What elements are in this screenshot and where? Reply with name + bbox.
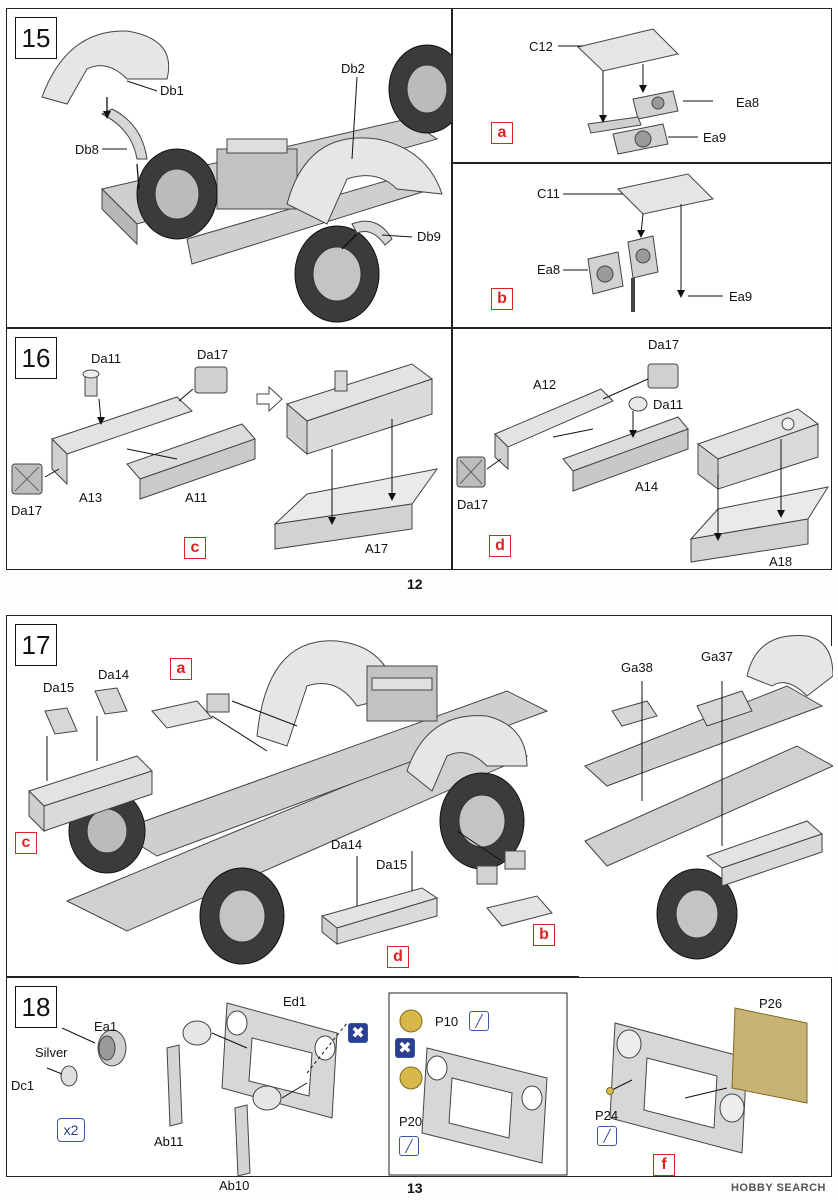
step-16d-panel: Da17 A12 Da11 Da17 A14 A18 d bbox=[452, 328, 832, 570]
label-dc1: Dc1 bbox=[11, 1078, 35, 1093]
step-17-panel: 17 bbox=[6, 615, 833, 978]
label-ga37: Ga37 bbox=[701, 649, 733, 664]
tag-b: b bbox=[491, 288, 513, 310]
label-da15: Da15 bbox=[43, 680, 75, 695]
label-p26: P26 bbox=[759, 996, 783, 1011]
step-15-illustration bbox=[41, 30, 453, 323]
remove-cross-icon: ✖ bbox=[348, 1023, 368, 1043]
label-ed1: Ed1 bbox=[283, 994, 307, 1009]
label-c11: C11 bbox=[537, 186, 560, 201]
glue-icon: ╱ bbox=[597, 1126, 617, 1146]
label-da15: Da15 bbox=[376, 857, 408, 872]
watermark: HOBBY SEARCH bbox=[730, 1182, 826, 1194]
label-p20: P20 bbox=[399, 1114, 423, 1129]
step-16d-illustration bbox=[456, 363, 830, 563]
label-ga38: Ga38 bbox=[621, 660, 653, 675]
quantity-x2: x2 bbox=[57, 1118, 85, 1142]
page-number: 12 bbox=[407, 576, 423, 592]
step-15b-illustration bbox=[563, 173, 723, 312]
tag-b: b bbox=[533, 924, 555, 946]
remove-cross-icon: ✖ bbox=[395, 1038, 415, 1058]
tag-a: a bbox=[170, 658, 192, 680]
label-a18: A18 bbox=[769, 554, 793, 569]
label-ea9: Ea9 bbox=[703, 130, 727, 145]
label-ab10: Ab10 bbox=[219, 1178, 250, 1193]
tag-d: d bbox=[489, 535, 511, 557]
label-c12: C12 bbox=[529, 39, 553, 54]
label-a12: A12 bbox=[533, 377, 557, 392]
label-p24: P24 bbox=[595, 1108, 619, 1123]
step-number: 17 bbox=[15, 624, 57, 666]
step-17-illustration bbox=[28, 635, 833, 978]
step-15b-panel: b C11 Ea8 Ea9 bbox=[452, 163, 832, 328]
label-da11: Da11 bbox=[653, 397, 684, 412]
step-18-illustration bbox=[46, 992, 808, 1177]
page-13: 17 bbox=[0, 600, 838, 1200]
label-db1: Db1 bbox=[160, 83, 184, 98]
step-16c-illustration bbox=[11, 363, 439, 550]
label-ea1: Ea1 bbox=[94, 1019, 118, 1034]
label-da17: Da17 bbox=[11, 503, 43, 518]
label-da17: Da17 bbox=[197, 347, 229, 362]
step-18-panel: 18 bbox=[6, 977, 832, 1193]
label-p10: P10 bbox=[435, 1014, 459, 1029]
glue-icon: ╱ bbox=[469, 1011, 489, 1031]
label-ea9: Ea9 bbox=[729, 289, 753, 304]
step-15a-panel: a C12 Ea8 Ea9 bbox=[452, 8, 832, 163]
tag-c: c bbox=[184, 537, 206, 559]
label-da14: Da14 bbox=[331, 837, 363, 852]
label-ea8: Ea8 bbox=[537, 262, 561, 277]
page-12: 15 bbox=[6, 8, 832, 592]
label-a17: A17 bbox=[365, 541, 389, 556]
step-16c-panel: 16 bbox=[6, 328, 452, 570]
step-15a-illustration bbox=[558, 28, 713, 155]
tag-f: f bbox=[653, 1154, 675, 1176]
step-number: 16 bbox=[15, 337, 57, 379]
tag-a: a bbox=[491, 122, 513, 144]
label-a11: A11 bbox=[185, 490, 208, 505]
tag-d: d bbox=[387, 946, 409, 968]
label-db8: Db8 bbox=[75, 142, 99, 157]
label-da11: Da11 bbox=[91, 351, 122, 366]
label-silver: Silver bbox=[35, 1045, 68, 1060]
tag-c: c bbox=[15, 832, 37, 854]
label-ea8: Ea8 bbox=[736, 95, 760, 110]
label-db9: Db9 bbox=[417, 229, 441, 244]
label-ab11: Ab11 bbox=[154, 1134, 184, 1149]
glue-icon: ╱ bbox=[399, 1136, 419, 1156]
label-da17: Da17 bbox=[648, 337, 680, 352]
step-number: 15 bbox=[15, 17, 57, 59]
page-number: 13 bbox=[407, 1180, 423, 1196]
label-da17: Da17 bbox=[457, 497, 489, 512]
step-number: 18 bbox=[15, 986, 57, 1028]
label-a13: A13 bbox=[79, 490, 103, 505]
label-da14: Da14 bbox=[98, 667, 130, 682]
label-a14: A14 bbox=[635, 479, 659, 494]
label-db2: Db2 bbox=[341, 61, 365, 76]
step-15-panel: 15 bbox=[6, 8, 453, 328]
